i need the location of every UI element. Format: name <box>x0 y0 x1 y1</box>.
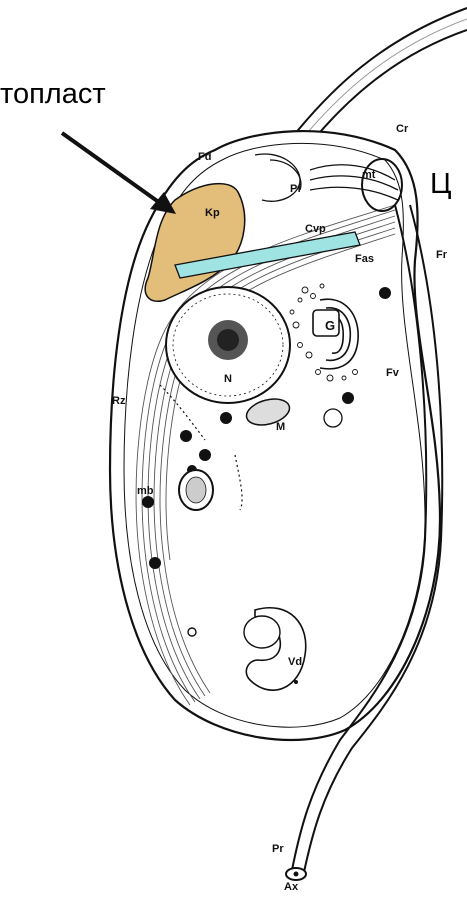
label-Fv: Fv <box>386 367 400 379</box>
vesicle-open <box>324 409 342 427</box>
callout-right-truncated: Ц <box>430 170 451 199</box>
label-Cvp: Cvp <box>305 223 326 235</box>
label-Kp: Kp <box>205 207 220 219</box>
label-Rz: Rz <box>112 395 126 407</box>
label-Cr: Cr <box>396 123 409 135</box>
label-Pr: Pr <box>272 843 284 855</box>
label-mt: mt <box>362 169 376 181</box>
label-Fd: Fd <box>198 151 211 163</box>
label-Fas: Fas <box>355 253 374 265</box>
label-N: N <box>224 373 232 385</box>
nucleus <box>166 287 290 403</box>
chloroplast-arrow <box>62 133 176 214</box>
label-Ax: Ax <box>284 881 299 893</box>
small-vesicle <box>188 628 196 636</box>
label-mb: mb <box>137 485 154 497</box>
label-Fr: Fr <box>436 249 448 261</box>
cell-body <box>110 131 440 740</box>
label-Vd: Vd <box>288 656 302 668</box>
label-Pf: Pf <box>290 183 301 195</box>
label-M: M <box>276 421 285 433</box>
label-G: G <box>325 318 335 333</box>
callout-chloroplast: топласт <box>0 80 106 109</box>
flagellum-top <box>290 8 467 150</box>
